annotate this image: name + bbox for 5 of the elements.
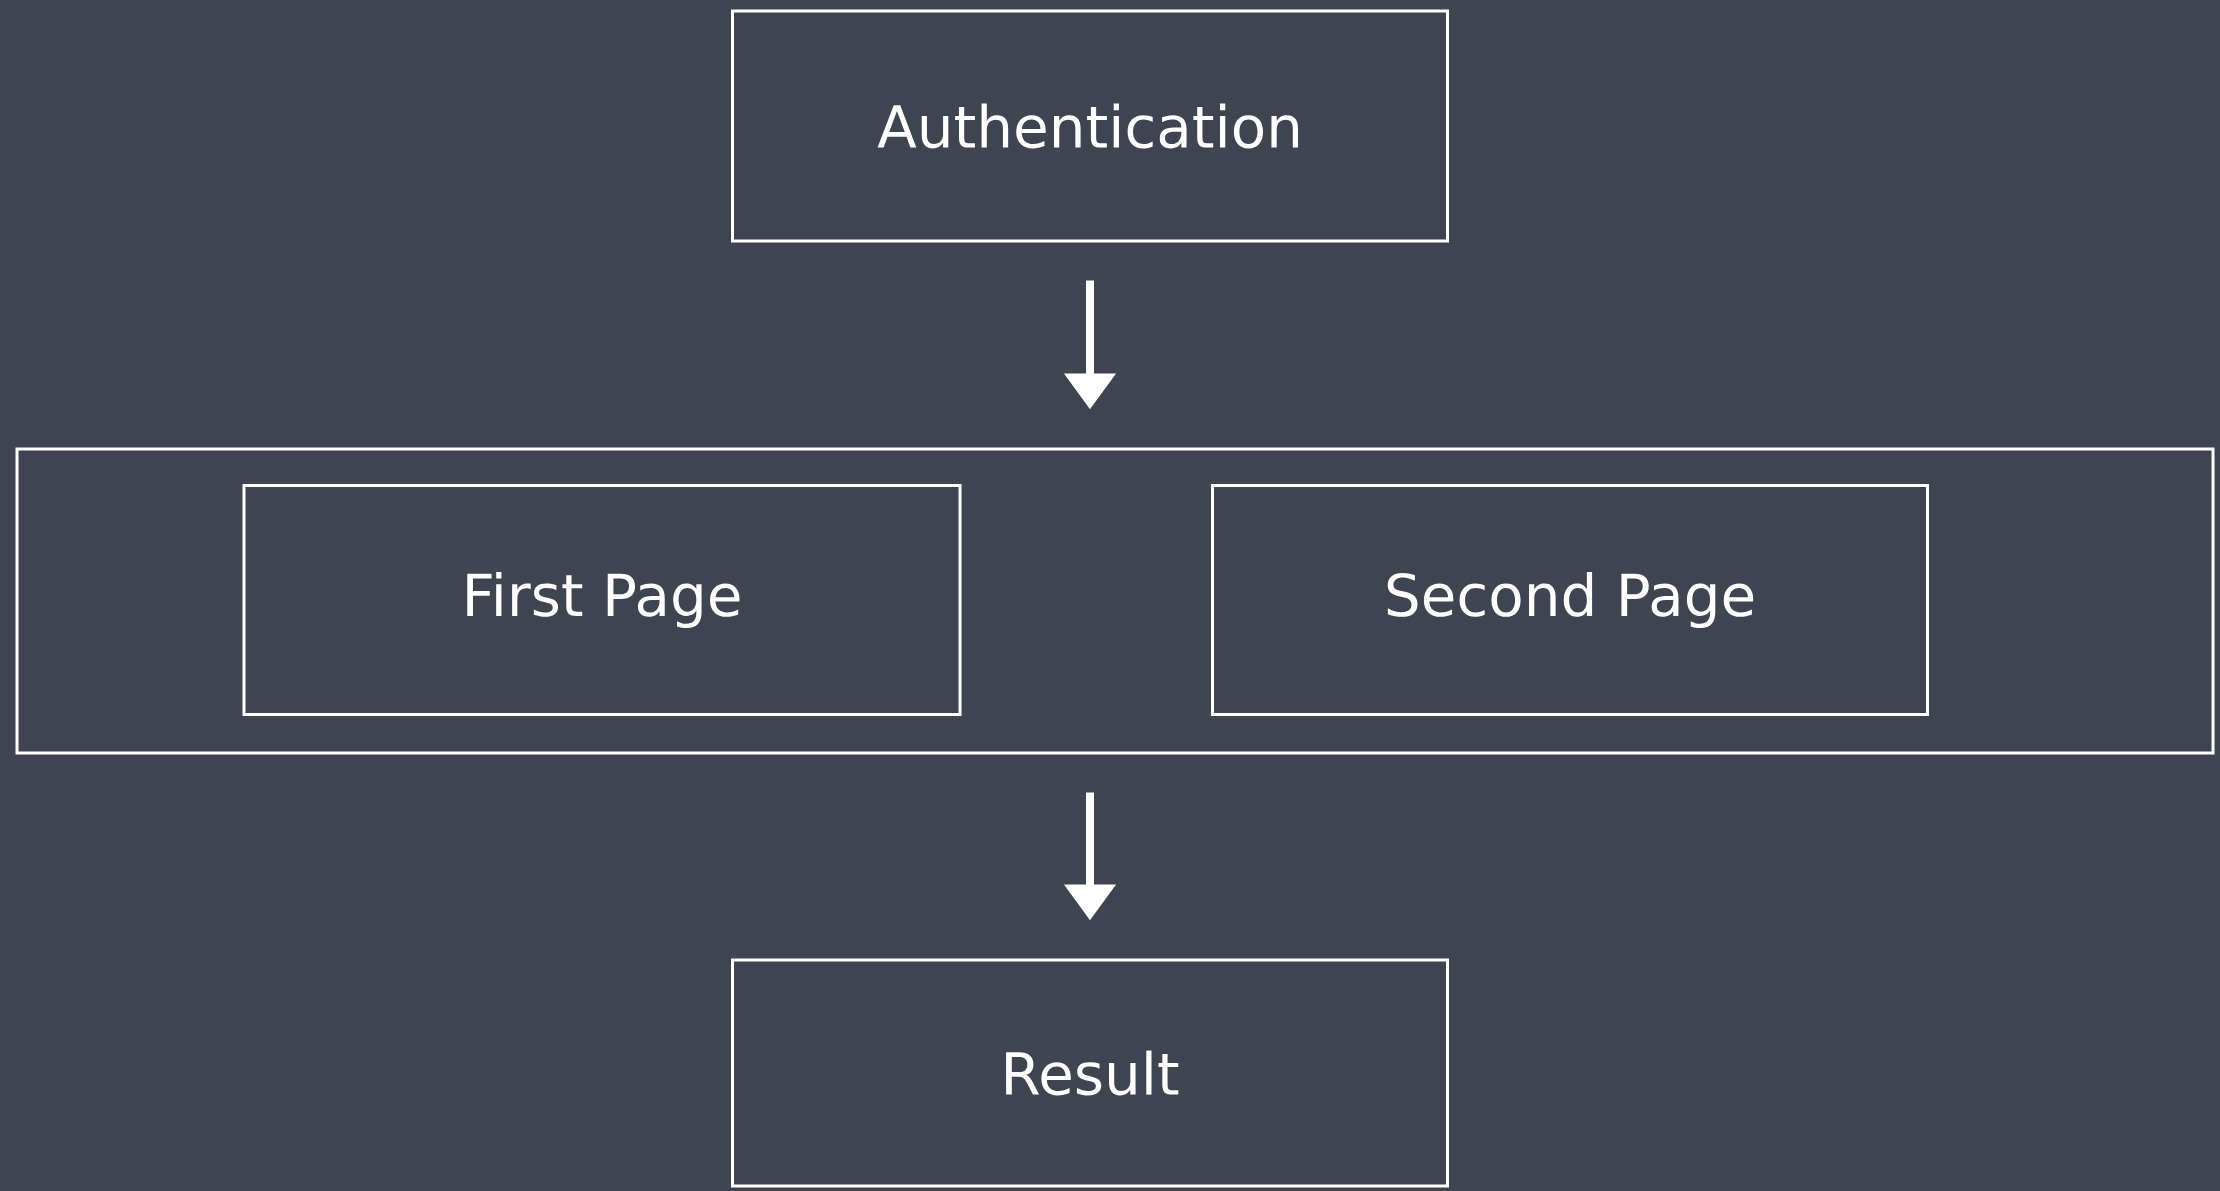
band-box bbox=[15, 447, 2215, 755]
process-box: First Page bbox=[242, 484, 962, 716]
process-box: Result bbox=[731, 958, 1449, 1188]
process-box: Second Page bbox=[1211, 484, 1929, 716]
process-box: Authentication bbox=[731, 9, 1449, 243]
